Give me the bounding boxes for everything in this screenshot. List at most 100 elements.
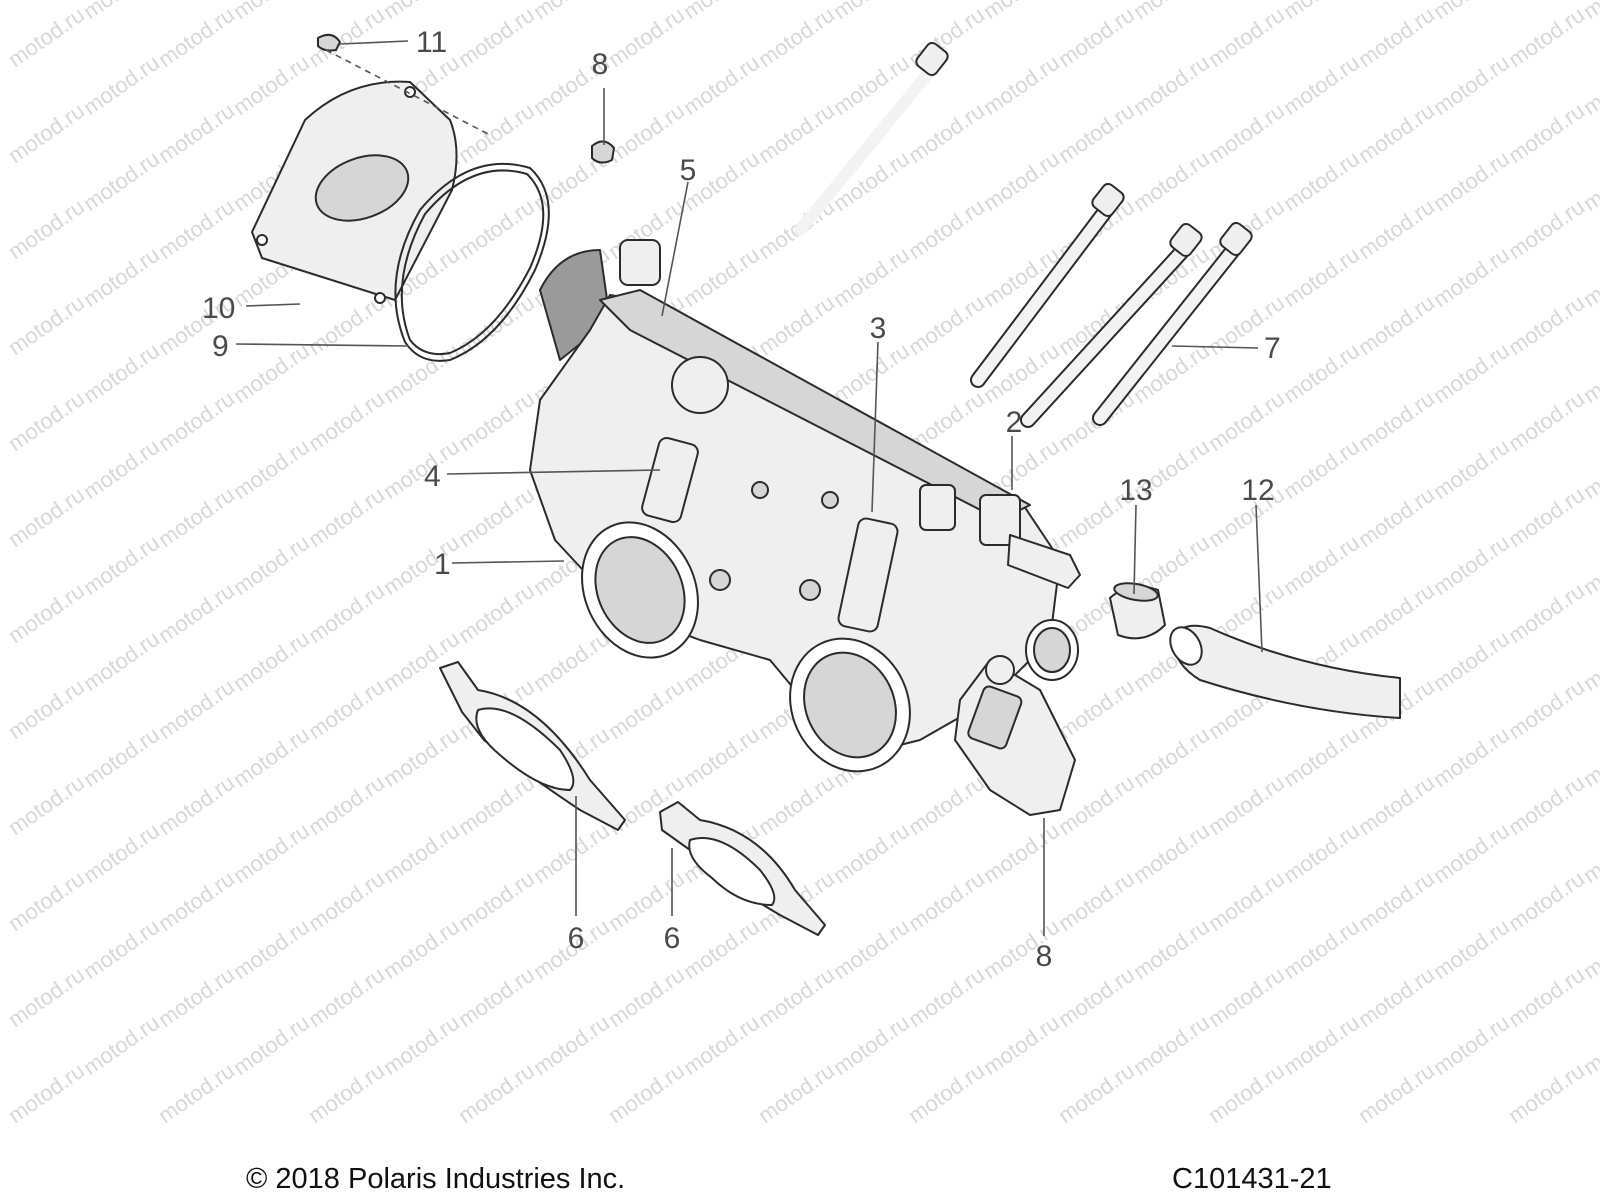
watermark-text: motod.ru [904,98,989,168]
callout-6-right: 6 [664,922,681,955]
watermark-text: motod.ru [1279,434,1364,504]
watermark-text: motod.ru [604,98,689,168]
callout-8-bottom: 8 [1036,940,1053,973]
watermark-text: motod.ru [379,530,464,600]
watermark-text: motod.ru [1504,98,1589,168]
watermark-text: motod.ru [1354,290,1439,360]
callout-6-left: 6 [568,922,585,955]
watermark-text: motod.ru [754,1058,839,1128]
watermark-text: motod.ru [679,722,764,792]
watermark-text: motod.ru [1204,386,1289,456]
watermark-text: motod.ru [454,770,539,840]
watermark-text: motod.ru [454,1058,539,1128]
watermark-text: motod.ru [1129,914,1214,984]
watermark-text: motod.ru [679,1010,764,1080]
watermark-text: motod.ru [1429,242,1514,312]
watermark-text: motod.ru [1279,530,1364,600]
watermark-text: motod.ru [79,0,164,24]
watermark-text: motod.ru [1204,866,1289,936]
watermark-text: motod.ru [1354,2,1439,72]
watermark-text: motod.ru [79,818,164,888]
watermark-text: motod.ru [229,1010,314,1080]
watermark-text: motod.ru [4,98,89,168]
watermark-text: motod.ru [4,770,89,840]
watermark-text: motod.ru [529,818,614,888]
watermark-text: motod.ru [904,770,989,840]
watermark-text: motod.ru [1429,338,1514,408]
watermark-text: motod.ru [4,578,89,648]
watermark-text: motod.ru [604,962,689,1032]
watermark-text: motod.ru [1429,818,1514,888]
callout-5: 5 [680,154,697,187]
watermark-text: motod.ru [454,386,539,456]
watermark-text: motod.ru [1504,866,1589,936]
watermark-text: motod.ru [1429,434,1514,504]
watermark-text: motod.ru [904,866,989,936]
watermark-text: motod.ru [454,98,539,168]
watermark-text: motod.ru [1354,482,1439,552]
watermark-text: motod.ru [754,2,839,72]
watermark-text: motod.ru [529,0,614,24]
watermark-text: motod.ru [1279,914,1364,984]
watermark-text: motod.ru [79,722,164,792]
watermark-text: motod.ru [604,1058,689,1128]
copyright-text: © 2018 Polaris Industries Inc. [246,1163,626,1195]
watermark-text: motod.ru [379,338,464,408]
watermark-text: motod.ru [154,482,239,552]
watermark-text: motod.ru [454,290,539,360]
watermark-text: motod.ru [379,722,464,792]
watermark-text: motod.ru [79,1010,164,1080]
callout-labels: 11 8 5 10 9 3 7 2 4 13 12 1 6 6 8 [202,26,1281,973]
watermark-text: motod.ru [1504,386,1589,456]
watermark-text: motod.ru [154,962,239,1032]
watermark-text: motod.ru [1279,242,1364,312]
watermark-text: motod.ru [1279,818,1364,888]
watermark-text: motod.ru [4,290,89,360]
watermark-text: motod.ru [1429,0,1514,24]
watermark-text: motod.ru [154,1058,239,1128]
watermark-text: motod.ru [1429,914,1514,984]
watermark-text: motod.ru [829,0,914,24]
watermark-text: motod.ru [229,818,314,888]
watermark-text: motod.ru [1354,1058,1439,1128]
watermark-text: motod.ru [529,626,614,696]
watermark-text: motod.ru [1504,2,1589,72]
gasket-part-right [659,801,826,936]
callout-11: 11 [416,26,447,59]
watermark-text: motod.ru [154,770,239,840]
watermark-text: motod.ru [1129,146,1214,216]
watermark-text: motod.ru [1504,194,1589,264]
watermark-text: motod.ru [229,50,314,120]
watermark-text: motod.ru [1129,0,1214,24]
watermark-text: motod.ru [304,674,389,744]
watermark-text: motod.ru [229,914,314,984]
watermark-text: motod.ru [979,0,1064,24]
watermark-text: motod.ru [4,866,89,936]
watermark-text: motod.ru [1279,50,1364,120]
watermark-text: motod.ru [454,482,539,552]
watermark-text: motod.ru [379,818,464,888]
watermark-text: motod.ru [454,2,539,72]
callout-8-top: 8 [592,48,609,81]
watermark-text: motod.ru [304,578,389,648]
watermark-text: motod.ru [4,674,89,744]
watermark-text: motod.ru [1279,146,1364,216]
watermark-text: motod.ru [1429,722,1514,792]
watermark-text: motod.ru [1054,1058,1139,1128]
watermark-text: motod.ru [4,194,89,264]
callout-1: 1 [434,548,451,581]
watermark-text: motod.ru [604,2,689,72]
watermark-text: motod.ru [1354,578,1439,648]
map-sensor-part [954,655,1076,816]
watermark-text: motod.ru [1204,2,1289,72]
watermark-text: motod.ru [1504,962,1589,1032]
watermark-text: motod.ru [229,338,314,408]
watermark-text: motod.ru [1054,866,1139,936]
watermark-text: motod.ru [79,434,164,504]
watermark-text: motod.ru [1354,770,1439,840]
watermark-text: motod.ru [1354,866,1439,936]
watermark-text: motod.ru [379,434,464,504]
watermark-text: motod.ru [1429,626,1514,696]
watermark-text: motod.ru [304,482,389,552]
watermark-text: motod.ru [304,1058,389,1128]
